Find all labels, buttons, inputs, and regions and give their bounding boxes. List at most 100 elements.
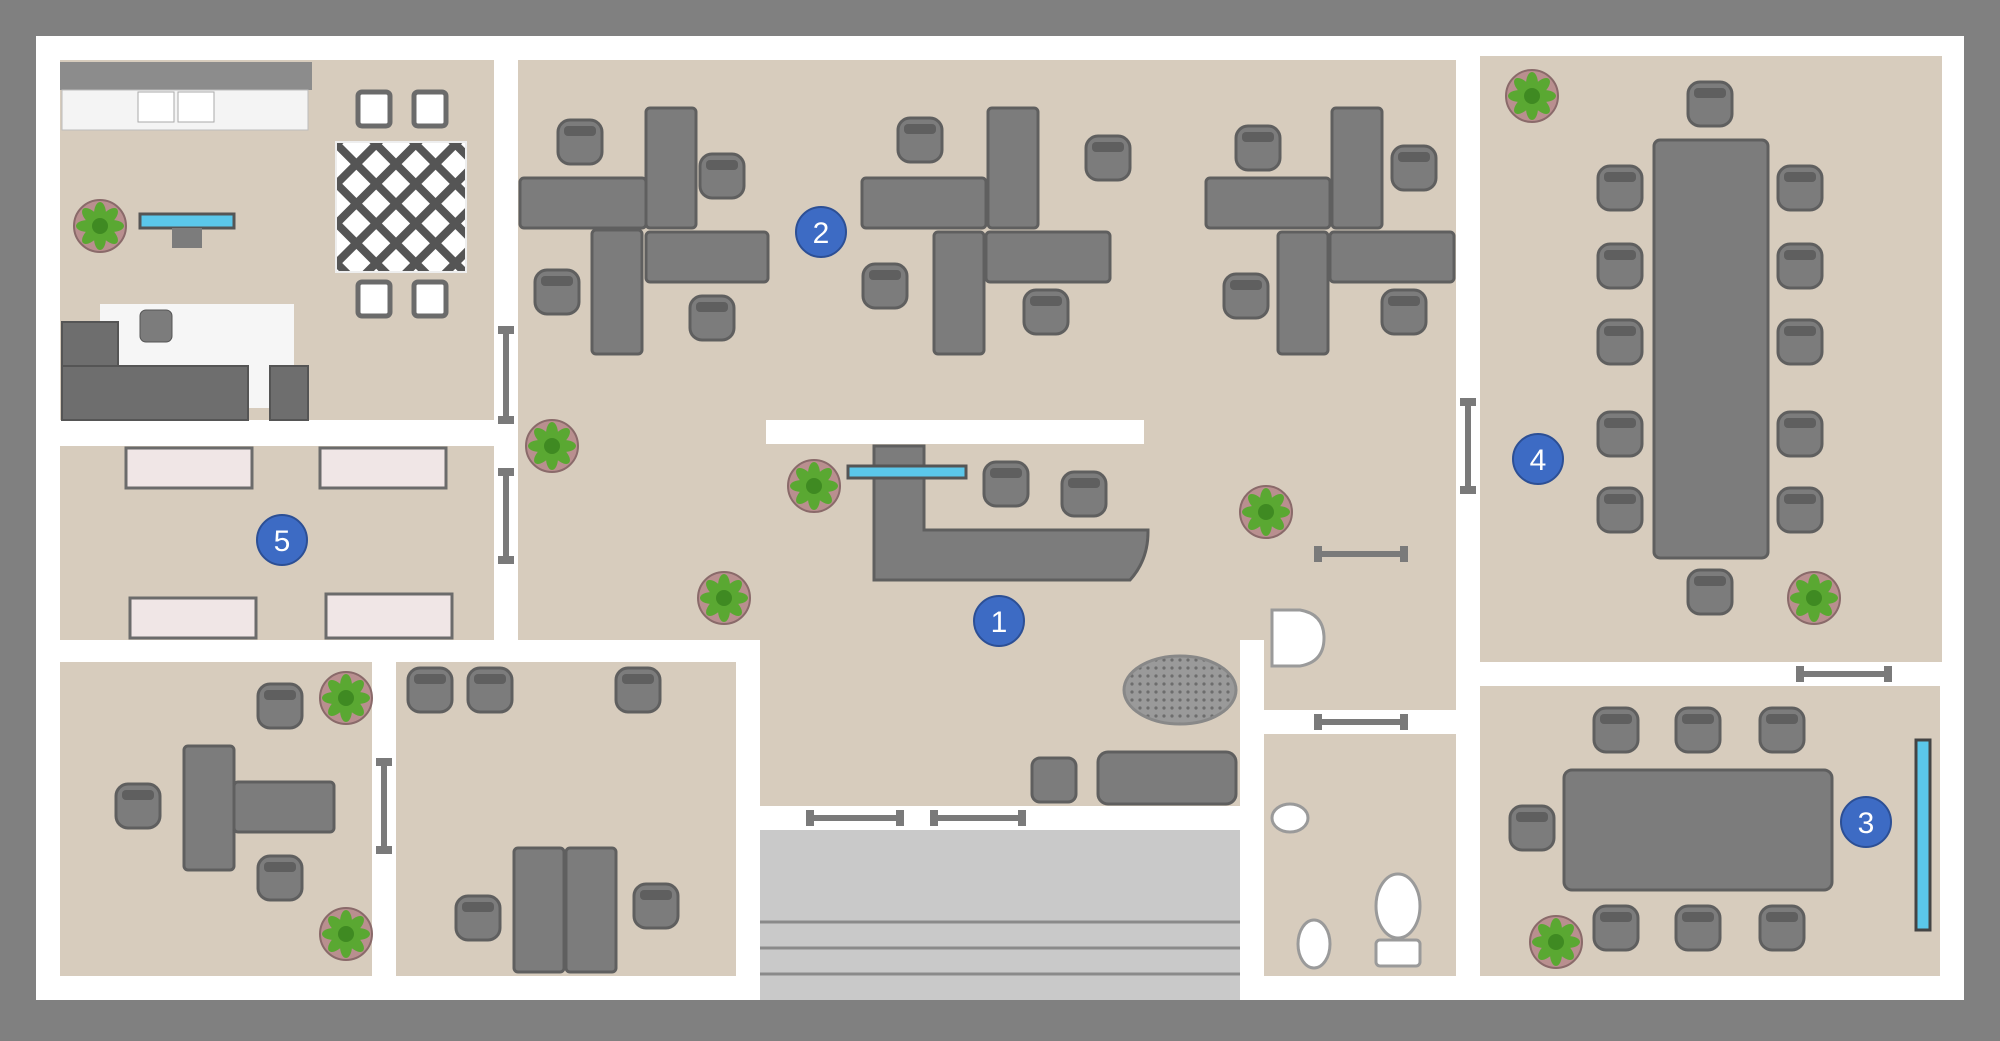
chair bbox=[1776, 486, 1824, 534]
zone-marker: 2 bbox=[795, 206, 847, 258]
chair bbox=[861, 262, 909, 310]
sofa bbox=[61, 321, 309, 421]
zone-markers: 1 2 3 4 5 bbox=[256, 206, 1892, 848]
desk bbox=[644, 106, 698, 230]
lobby-armchair bbox=[1030, 756, 1078, 804]
chair bbox=[614, 666, 662, 714]
potted-plant bbox=[319, 907, 373, 961]
desk bbox=[932, 230, 986, 356]
chair bbox=[1596, 318, 1644, 366]
chair bbox=[1084, 134, 1132, 182]
chair bbox=[1060, 470, 1108, 518]
zone-marker: 4 bbox=[1512, 433, 1564, 485]
chair bbox=[982, 460, 1030, 508]
chair bbox=[1390, 144, 1438, 192]
desk bbox=[232, 780, 336, 834]
chair bbox=[896, 116, 944, 164]
meeting-table bbox=[1562, 738, 1932, 932]
zone-number: 4 bbox=[1530, 444, 1547, 477]
desk bbox=[860, 176, 988, 230]
chair bbox=[1596, 242, 1644, 290]
chair bbox=[1776, 318, 1824, 366]
chair bbox=[256, 854, 304, 902]
zone-number: 5 bbox=[274, 525, 291, 558]
coffee-table bbox=[139, 309, 173, 343]
sink bbox=[1270, 608, 1326, 668]
urinal bbox=[1270, 802, 1310, 834]
chair bbox=[1592, 706, 1640, 754]
potted-plant bbox=[697, 571, 751, 625]
chair bbox=[1380, 288, 1428, 336]
potted-plant bbox=[1505, 69, 1559, 123]
toilet-tank bbox=[1374, 938, 1422, 968]
chair bbox=[1596, 410, 1644, 458]
workstation-desks bbox=[182, 106, 1456, 974]
desk bbox=[1276, 230, 1330, 356]
chair bbox=[1776, 242, 1824, 290]
potted-plant bbox=[1239, 485, 1293, 539]
chair bbox=[1592, 904, 1640, 952]
library-shelves bbox=[124, 446, 454, 640]
reception-screen bbox=[846, 464, 968, 480]
zone-number: 2 bbox=[813, 217, 830, 250]
presentation-screen bbox=[1914, 738, 1932, 932]
chair bbox=[1508, 804, 1556, 852]
desk bbox=[518, 176, 648, 230]
desk bbox=[644, 230, 770, 284]
dining-table bbox=[335, 141, 467, 273]
potted-plant bbox=[1529, 915, 1583, 969]
chair bbox=[632, 882, 680, 930]
chair bbox=[1596, 486, 1644, 534]
doors bbox=[381, 330, 1888, 850]
desk bbox=[1328, 230, 1456, 284]
chair bbox=[1234, 124, 1282, 172]
potted-plant bbox=[319, 671, 373, 725]
potted-plant bbox=[787, 459, 841, 513]
restroom-fixtures bbox=[1270, 608, 1422, 970]
chair bbox=[556, 118, 604, 166]
chair bbox=[406, 666, 454, 714]
potted-plant bbox=[73, 199, 127, 253]
chairs bbox=[114, 80, 1824, 952]
chair bbox=[1776, 410, 1824, 458]
chair bbox=[454, 894, 502, 942]
zone-number: 1 bbox=[991, 606, 1008, 639]
chair bbox=[698, 152, 746, 200]
chair bbox=[1222, 272, 1270, 320]
chair bbox=[1674, 706, 1722, 754]
chair bbox=[1674, 904, 1722, 952]
zone-marker: 1 bbox=[973, 595, 1025, 647]
staircase bbox=[760, 830, 1240, 1000]
dining-chairs bbox=[355, 89, 449, 319]
zone-marker: 5 bbox=[256, 514, 308, 566]
conference-table bbox=[1652, 138, 1770, 560]
desk bbox=[512, 846, 566, 974]
zone-number: 3 bbox=[1858, 807, 1875, 840]
urinal bbox=[1296, 918, 1332, 970]
lobby-rug bbox=[1122, 654, 1238, 726]
kitchen bbox=[60, 62, 467, 421]
chair bbox=[1758, 904, 1806, 952]
desk bbox=[1204, 176, 1332, 230]
chair bbox=[1686, 568, 1734, 616]
chair bbox=[256, 682, 304, 730]
door-jambs bbox=[376, 326, 1892, 854]
chair bbox=[466, 666, 514, 714]
chair bbox=[1686, 80, 1734, 128]
kitchen-counter bbox=[60, 62, 312, 90]
desk bbox=[564, 846, 618, 974]
kitchen-tv bbox=[138, 212, 236, 230]
zone-marker: 3 bbox=[1840, 796, 1892, 848]
chair bbox=[1596, 164, 1644, 212]
desk bbox=[986, 106, 1040, 230]
chair bbox=[1022, 288, 1070, 336]
chair bbox=[1776, 164, 1824, 212]
reception-desk bbox=[846, 444, 1150, 582]
plants bbox=[73, 69, 1841, 969]
lobby-seating bbox=[1030, 654, 1238, 806]
chair bbox=[1758, 706, 1806, 754]
potted-plant bbox=[1787, 571, 1841, 625]
potted-plant bbox=[525, 419, 579, 473]
